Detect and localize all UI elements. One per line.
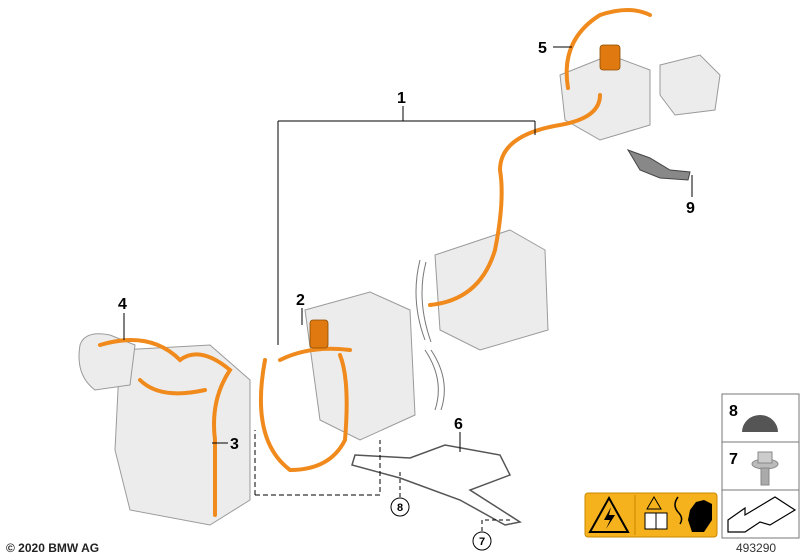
callout-7-circle <box>472 531 492 551</box>
seal-gasket-6 <box>351 444 522 526</box>
cap-dome-icon <box>742 415 778 432</box>
legend-number-8: 8 <box>729 403 738 420</box>
break-marks <box>415 259 445 411</box>
legend-number-7: 7 <box>729 451 738 468</box>
callout-3: 3 <box>230 436 239 453</box>
bolt-icon <box>751 451 779 486</box>
copyright: © 2020 BMW AG <box>6 541 100 555</box>
callout-9: 9 <box>686 200 695 217</box>
callout-4: 4 <box>118 296 127 313</box>
callout-5: 5 <box>538 40 547 57</box>
callout-8-circle <box>390 497 410 517</box>
connector-plug <box>309 319 329 349</box>
high-voltage-icon <box>588 495 630 533</box>
cable-4 <box>98 338 233 517</box>
cable-5 <box>564 8 652 90</box>
legend-panel: 8 7 <box>721 393 800 539</box>
compressor-left <box>78 333 136 391</box>
callout-7: 7 <box>479 536 485 548</box>
power-electronics-unit <box>304 291 416 441</box>
connector-plug <box>599 44 621 71</box>
image-number: 493290 <box>736 541 777 555</box>
leader-lines <box>123 46 693 531</box>
bracket-9 <box>626 149 691 181</box>
read-manual-icon <box>644 496 668 530</box>
callout-6: 6 <box>454 416 463 433</box>
cable-2 <box>258 346 352 473</box>
callout-8: 8 <box>397 502 403 514</box>
hv-warning-label <box>584 492 718 538</box>
callout-2: 2 <box>296 292 305 309</box>
connector-unit <box>659 54 721 116</box>
component-housings <box>78 54 721 526</box>
battery-module <box>434 229 549 351</box>
gloves-icon <box>688 500 712 532</box>
direction-arrow-icon <box>727 496 797 533</box>
cable-1 <box>428 93 602 307</box>
hv-cables <box>98 8 652 517</box>
callout-1: 1 <box>397 90 406 107</box>
